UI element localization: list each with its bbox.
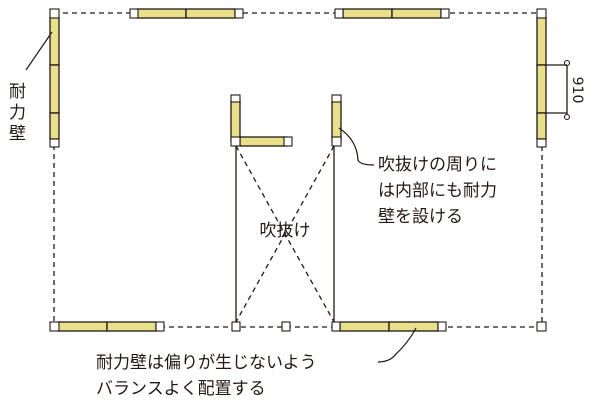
interior-bearing-wall-right xyxy=(331,100,342,142)
note-void-line-2: は内部にも耐力 xyxy=(378,181,497,201)
note-void-line-1: 吹抜けの周りに xyxy=(378,155,497,175)
bearing-wall-left-3 xyxy=(49,112,60,140)
label-bearing-wall-char-2: 力 xyxy=(9,103,26,123)
perimeter-posts xyxy=(49,8,547,332)
interior-posts xyxy=(230,94,342,147)
bearing-wall-top-1 xyxy=(136,8,187,19)
label-bearing-wall-char-1: 耐 xyxy=(9,82,26,102)
leader-void-note xyxy=(338,127,375,166)
bearing-wall-bottom-4 xyxy=(388,321,439,332)
interior-bearing-wall-left xyxy=(230,100,241,142)
note-balance-line-2: バランスよく配置する xyxy=(96,379,266,399)
leader-bearing-wall xyxy=(25,31,53,71)
bearing-wall-bottom-2 xyxy=(106,321,157,332)
dimension-marker xyxy=(546,59,571,121)
note-void-line-3: 壁を設ける xyxy=(378,207,463,227)
bearing-wall-right-3 xyxy=(536,112,547,140)
bearing-wall-top-2 xyxy=(185,8,236,19)
void-area xyxy=(235,145,335,323)
outer-wall-outline xyxy=(53,12,543,328)
label-bearing-wall-char-3: 壁 xyxy=(9,124,26,144)
bearing-wall-top-3 xyxy=(342,8,393,19)
dimension-label: 910 xyxy=(569,77,585,104)
bearing-wall-left-1 xyxy=(49,16,60,66)
bearing-wall-right-1 xyxy=(536,16,547,66)
bearing-wall-top-4 xyxy=(391,8,442,19)
interior-bearing-wall-middle xyxy=(239,136,288,147)
bearing-wall-left-2 xyxy=(49,64,60,114)
bearing-wall-bottom-3 xyxy=(339,321,390,332)
leader-balance-note xyxy=(377,327,417,363)
bearing-wall-bottom-1 xyxy=(57,321,108,332)
bearing-wall-right-2 xyxy=(536,64,547,114)
note-balance-line-1: 耐力壁は偏りが生じないよう xyxy=(96,353,317,373)
label-void: 吹抜け xyxy=(260,221,311,241)
